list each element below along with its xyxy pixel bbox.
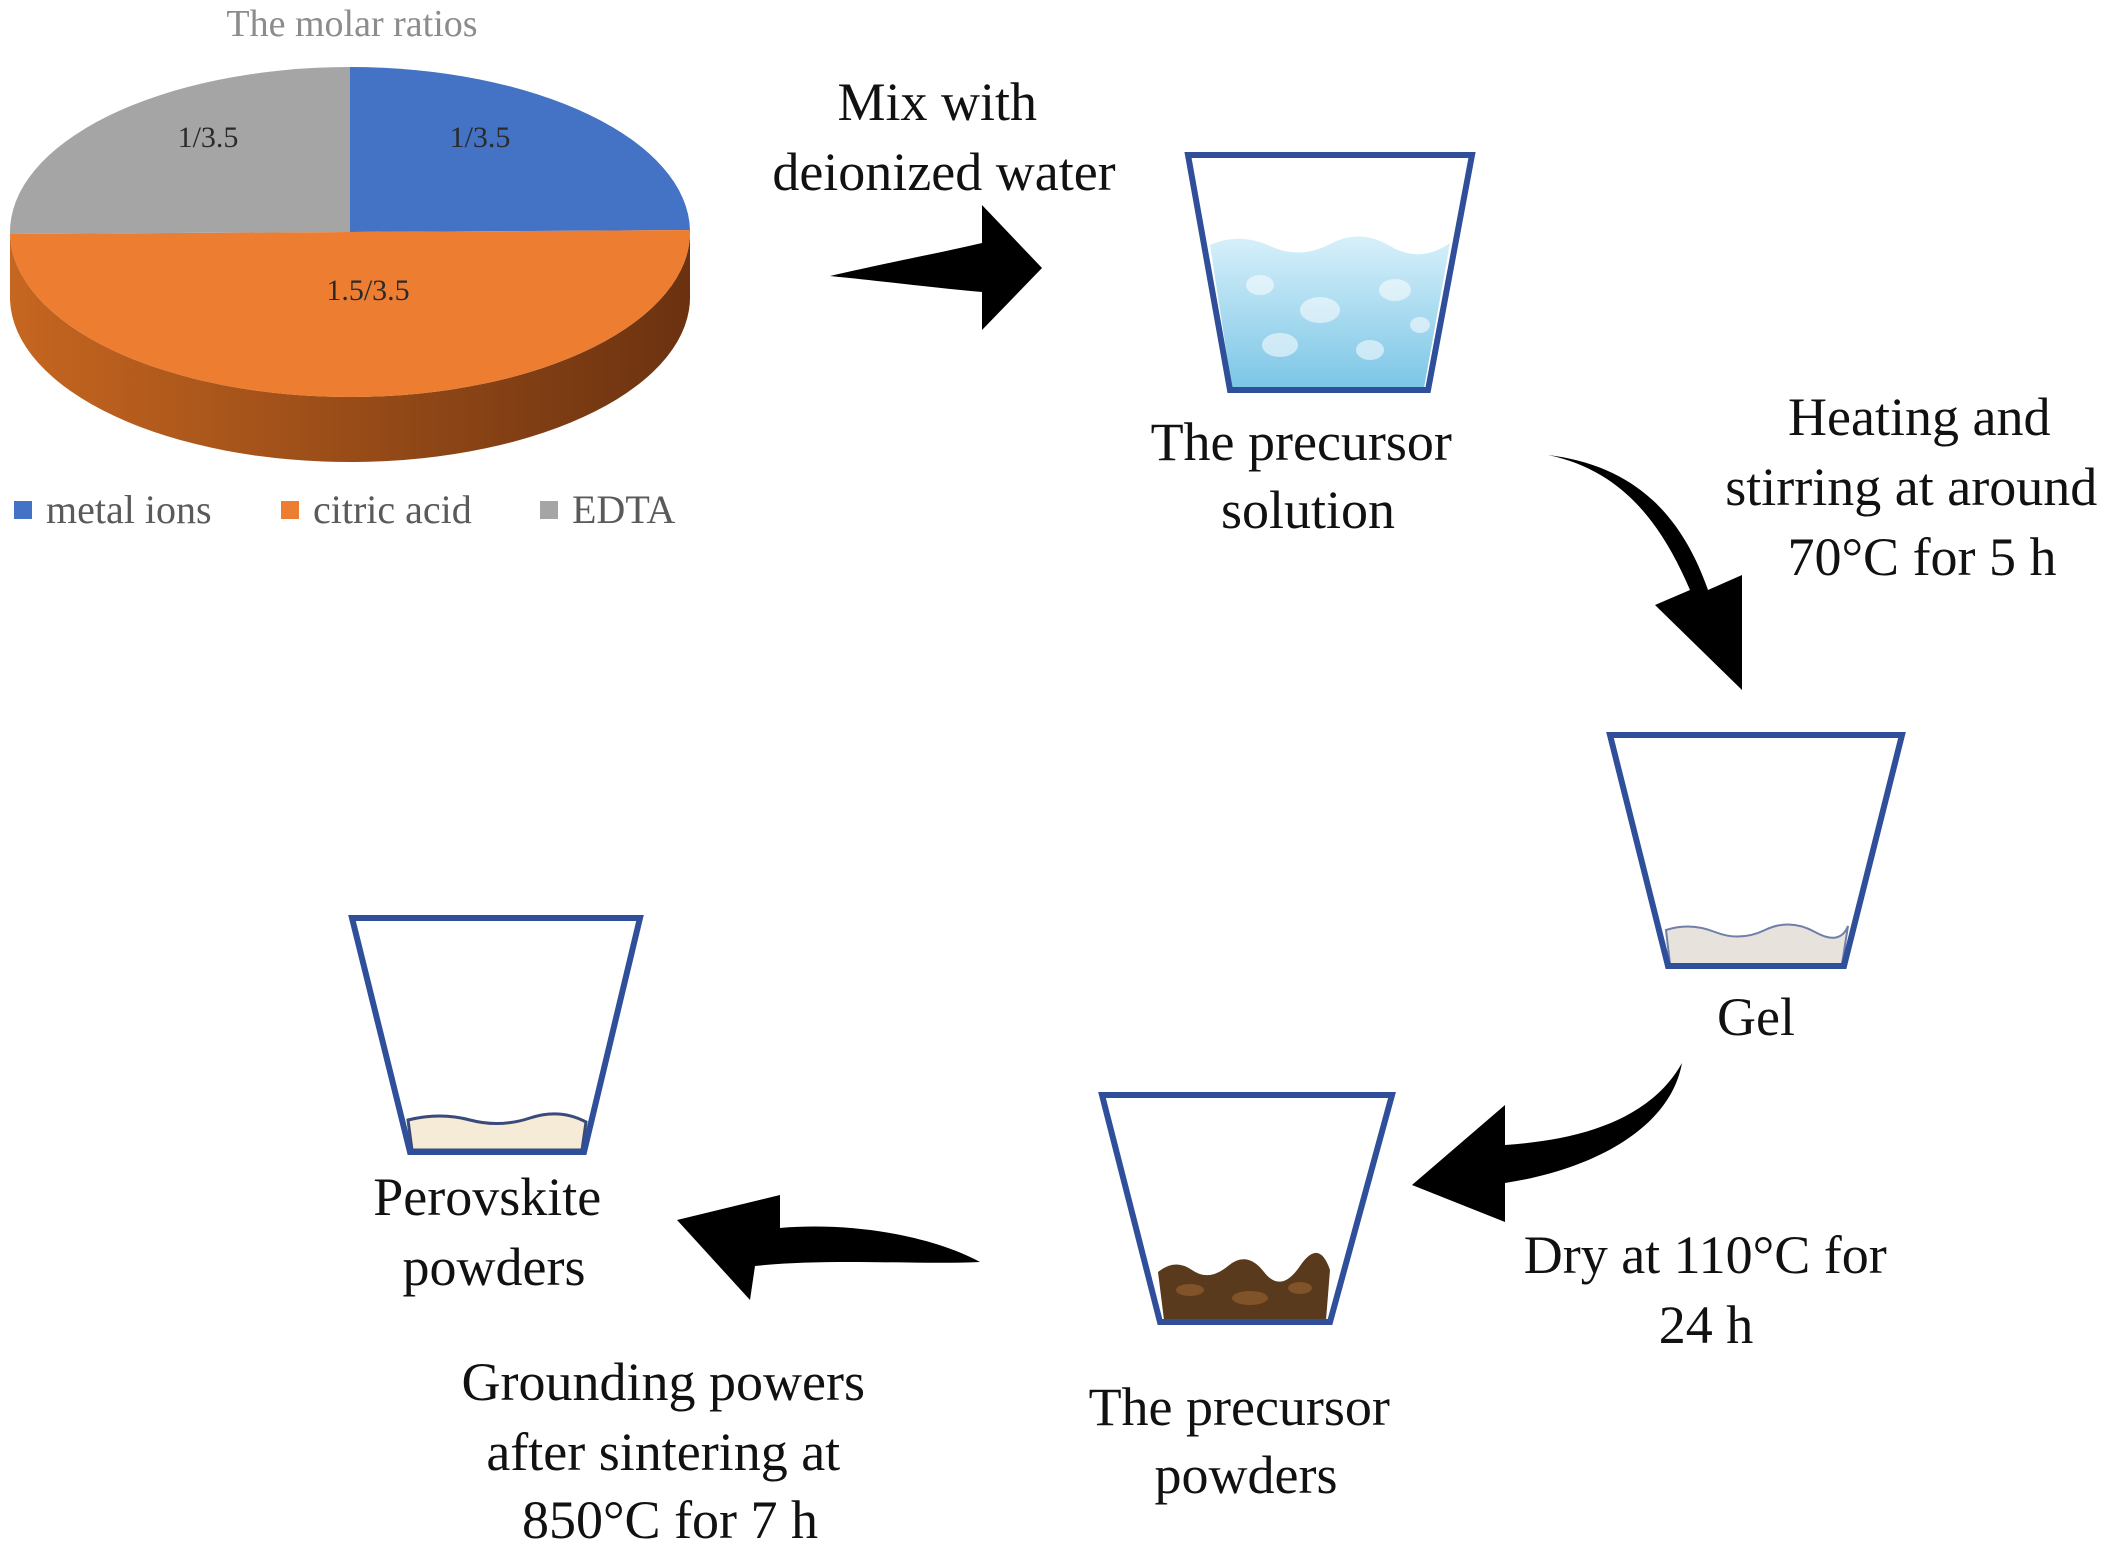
- arrow-mix: [830, 205, 1042, 330]
- pie-label-metal-ions: 1/3.5: [450, 121, 511, 154]
- gel-beaker-outline: [1606, 732, 1906, 969]
- legend-swatch-metal-ions: [14, 501, 32, 519]
- step-label-perovskite: Perovskite powders: [373, 1167, 614, 1297]
- legend-swatch-citric-acid: [281, 501, 299, 519]
- beaker-precursor-solution: [1184, 152, 1476, 393]
- step-label-heating: Heating and stirring at around 70°C for …: [1725, 387, 2110, 587]
- pie-side-citric-acid: [10, 230, 691, 463]
- step-label-precursor-powders: The precursor powders: [1089, 1377, 1404, 1505]
- arrow-dry: [1412, 1063, 1682, 1222]
- pie-legend: metal ions citric acid EDTA: [14, 487, 676, 532]
- precursor-powder-beaker-outline: [1098, 1092, 1396, 1325]
- step-label-grounding: Grounding powers after sintering at 850°…: [462, 1352, 879, 1548]
- legend-label-metal-ions: metal ions: [46, 487, 212, 532]
- solution-beaker-outline: [1184, 152, 1476, 393]
- pie-slice-metal-ions: [350, 67, 690, 232]
- pie-title: The molar ratios: [226, 3, 477, 45]
- legend-label-citric-acid: citric acid: [313, 487, 472, 532]
- step-label-dry: Dry at 110°C for 24 h: [1524, 1225, 1901, 1355]
- step-label-solution: The precursor solution: [1151, 412, 1466, 540]
- beaker-gel: [1606, 732, 1906, 969]
- perovskite-powder-layer: [406, 1112, 588, 1152]
- precursor-powder-texture: [1176, 1282, 1312, 1305]
- molar-ratio-pie-chart: The molar ratios 1/3.5 1/3.5 1.5/3.5 met…: [9, 3, 691, 532]
- pie-slice-edta: [9, 66, 350, 234]
- beaker-precursor-powders: [1098, 1092, 1396, 1325]
- pie-label-citric-acid: 1.5/3.5: [326, 274, 409, 307]
- pie-label-edta: 1/3.5: [178, 121, 239, 154]
- beaker-perovskite-powders: [348, 915, 644, 1155]
- step-label-gel: Gel: [1717, 987, 1795, 1047]
- step-label-mix: Mix with deionized water: [772, 72, 1115, 202]
- pie-slice-citric-acid: [10, 230, 691, 398]
- precursor-powder-layer: [1158, 1252, 1330, 1320]
- arrow-grounding: [677, 1195, 980, 1300]
- legend-label-edta: EDTA: [572, 487, 676, 532]
- solution-bubbles: [1246, 275, 1430, 360]
- perovskite-beaker-outline: [348, 915, 644, 1155]
- legend-swatch-edta: [540, 501, 558, 519]
- arrow-heating: [1548, 455, 1742, 690]
- gel-layer: [1664, 923, 1849, 965]
